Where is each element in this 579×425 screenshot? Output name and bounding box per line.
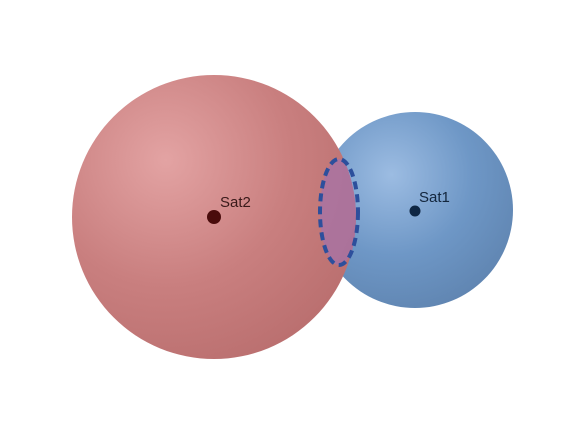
overlap-tint [320,159,356,265]
sat1-label: Sat1 [419,189,450,206]
sat1-center-dot-icon [409,205,421,217]
coverage-overlap-ellipse [318,157,360,267]
sat2-label: Sat2 [220,194,251,211]
sat2-center-dot-icon [207,210,221,224]
